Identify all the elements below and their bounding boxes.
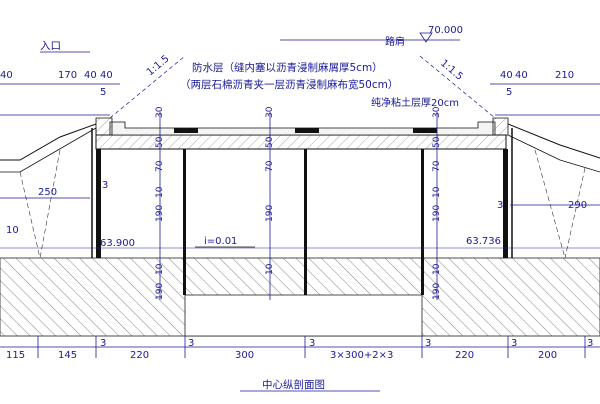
bdim-3d: 3 (425, 338, 431, 349)
dim-3-left: 3 (102, 180, 108, 191)
vdim-190d: 190 (432, 205, 442, 222)
fill-label: 纯净粘土层厚20cm (371, 96, 459, 109)
slope-guide-right (419, 55, 496, 119)
dim-40d: 40 (500, 70, 513, 81)
slope-guide-left (109, 55, 186, 119)
vdim-10b: 10 (155, 263, 165, 275)
dim-3-right: 3 (497, 200, 503, 211)
pier-left (183, 149, 186, 295)
dim-250: 250 (38, 187, 57, 198)
joint-bar-3 (413, 128, 437, 133)
elevation-left: 63.900 (100, 238, 135, 249)
waterproof-line1: 防水层（缝内塞以沥青浸制麻屑厚5cm） (192, 61, 383, 74)
bdim-3c: 3 (309, 338, 315, 349)
bdim-145: 145 (58, 350, 77, 361)
joint-bar-1 (174, 128, 198, 133)
dim-5-right: 5 (506, 87, 512, 98)
bdim-3e: 3 (511, 338, 517, 349)
left-parapet (95, 117, 113, 136)
pier-mid (304, 149, 307, 295)
slope-right-label: 1:1.5 (438, 58, 465, 83)
elevation-top: 70.000 (428, 25, 463, 36)
vdim-30b: 30 (265, 106, 275, 118)
dim-210: 210 (555, 70, 574, 81)
right-slope-wall (507, 134, 600, 173)
bdim-3a: 3 (100, 338, 106, 349)
dim-5-left: 5 (100, 87, 106, 98)
vdim-10d: 10 (432, 186, 442, 198)
vdim-70b: 70 (265, 160, 275, 172)
left-slope (0, 123, 97, 161)
vdim-70a: 70 (155, 160, 165, 172)
dim-40b: 40 (84, 70, 97, 81)
vdim-190c: 190 (265, 205, 275, 222)
dim-40c: 40 (100, 70, 113, 81)
elevation-right: 63.736 (466, 236, 501, 247)
bdim-formula: 3×300+2×3 (330, 350, 393, 361)
dim-40a: 40 (0, 70, 13, 81)
left-slope-dash2 (39, 149, 61, 259)
vdim-50c: 50 (432, 136, 442, 148)
vdim-10a: 10 (155, 186, 165, 198)
bdim-3f: 3 (587, 338, 593, 349)
left-wall (96, 149, 101, 258)
vdim-190b: 190 (155, 283, 165, 300)
left-slope-wall (0, 127, 97, 173)
elevation-triangle (419, 32, 433, 43)
dim-10: 10 (6, 225, 19, 236)
culvert-opening (184, 294, 423, 337)
slope-left-label: 1:1.5 (145, 53, 172, 78)
vdim-10c: 10 (265, 263, 275, 275)
left-slope-dash1 (19, 171, 41, 259)
road-label: 路肩 (385, 35, 405, 48)
joint-bar-2 (295, 128, 319, 133)
vdim-10e: 10 (432, 263, 442, 275)
right-slope-dash1 (534, 149, 566, 259)
bdim-3b: 3 (188, 338, 194, 349)
right-slope (507, 123, 600, 159)
vdim-190a: 190 (155, 205, 165, 222)
vdim-50b: 50 (265, 136, 275, 148)
bdim-200: 200 (538, 350, 557, 361)
right-parapet (492, 117, 509, 136)
bdim-300: 300 (235, 350, 254, 361)
waterproof-line2: （两层石棉沥青夹一层沥青浸制麻布宽50cm） (180, 78, 398, 91)
vdim-70c: 70 (432, 160, 442, 172)
dim-290: 290 (568, 200, 587, 211)
entrance-label: 入口 (40, 40, 61, 52)
right-wall (503, 149, 508, 258)
bdim-115: 115 (6, 350, 25, 361)
vdim-50a: 50 (155, 136, 165, 148)
bdim-220b: 220 (455, 350, 474, 361)
bdim-220a: 220 (130, 350, 149, 361)
vdim-190e: 190 (432, 283, 442, 300)
vdim-30a: 30 (155, 106, 165, 118)
dim-170: 170 (58, 70, 77, 81)
diagram-title: 中心纵剖面图 (262, 378, 325, 391)
right-slope-dash2 (564, 167, 586, 259)
gradient-label: i=0.01 (204, 236, 237, 247)
dim-40e: 40 (515, 70, 528, 81)
pier-right (421, 149, 424, 295)
vdim-30c: 30 (432, 106, 442, 118)
